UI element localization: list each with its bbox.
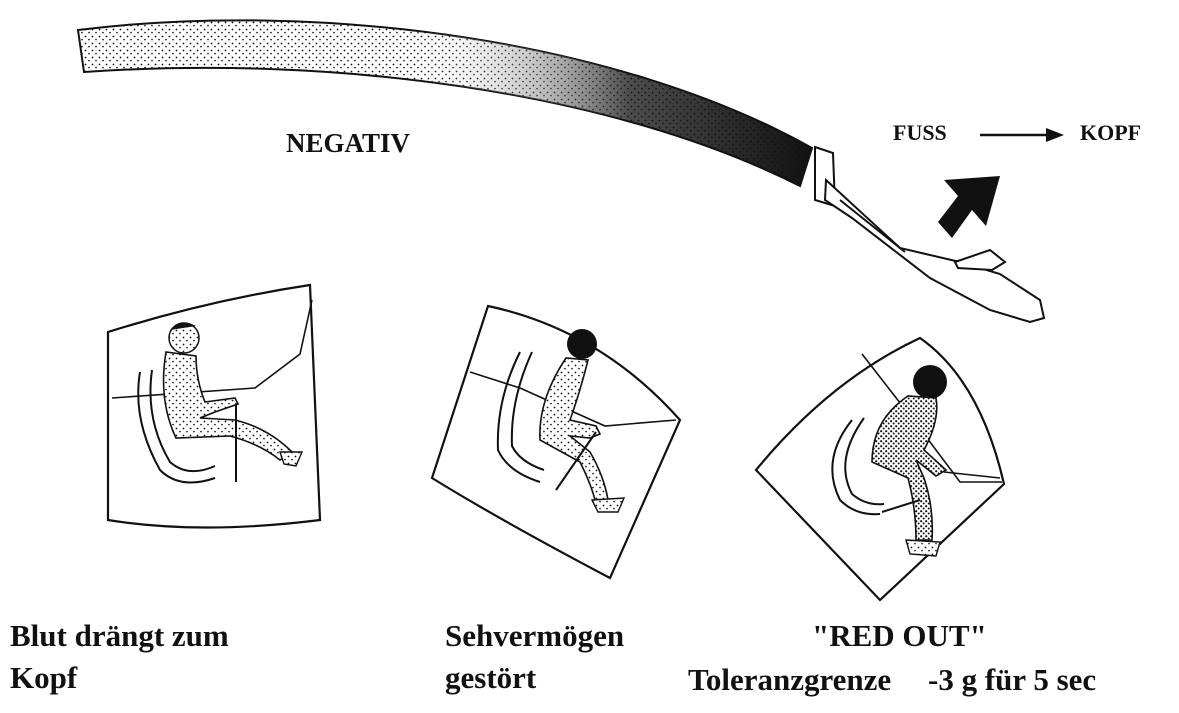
panel-1-caption-line-1: Blut drängt zum <box>10 618 229 654</box>
toleranz-label: Toleranzgrenze <box>688 662 891 698</box>
pilot-panel-1 <box>108 285 320 528</box>
flight-trail <box>78 20 812 186</box>
kopf-direction-label: KOPF <box>1080 120 1141 145</box>
pilot-panel-2 <box>432 306 680 578</box>
panel-3-caption-red-out: "RED OUT" <box>812 618 987 654</box>
pilot-panel-3 <box>756 338 1004 600</box>
panel-1-caption-line-2: Kopf <box>10 660 77 696</box>
glider-icon <box>815 147 1044 322</box>
tolerance-limit-value: -3 g für 5 sec <box>928 662 1096 698</box>
fuss-label: FUSS <box>893 120 947 145</box>
arrow-right-icon <box>980 128 1064 142</box>
panel-2-caption-line-1: Sehvermögen <box>445 618 624 654</box>
thick-arrow-up-right-icon <box>938 176 1000 238</box>
panel-2-caption-line-2: gestört <box>445 660 536 696</box>
negativ-label: NEGATIV <box>286 128 410 159</box>
